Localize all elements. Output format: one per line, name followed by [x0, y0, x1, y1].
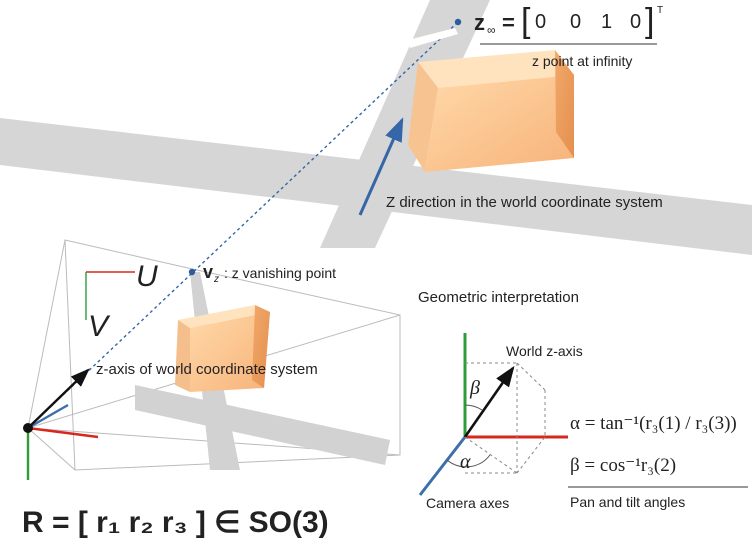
vector-entry-3: 1: [601, 11, 613, 33]
image-uv-axes: [85, 271, 135, 320]
projection-ray: [27, 21, 459, 429]
camera-origin-axes: [23, 368, 99, 480]
vanishing-subscript: z: [214, 274, 219, 285]
camera-axes-label: Camera axes: [426, 495, 510, 511]
bracket-left: [: [521, 2, 531, 40]
image-box: [175, 305, 270, 392]
world-z-axis-label: World z-axis: [506, 343, 583, 359]
rotation-matrix-equation: R = [ r₁ r₂ r₃ ] ∈ SO(3): [22, 506, 329, 539]
transpose-superscript: T: [657, 5, 664, 16]
v-axis-label: V: [88, 310, 109, 343]
infinity-subscript: ∞: [487, 23, 496, 37]
u-axis-label: U: [136, 260, 158, 293]
z-direction-label: Z direction in the world coordinate syst…: [386, 194, 663, 211]
vanishing-symbol: v: [203, 262, 214, 282]
infinity-point-symbol: z: [474, 10, 485, 35]
alpha-equation: α = tan⁻¹(r₃(1) / r₃(3)): [570, 413, 737, 434]
image-road-horizontal: [135, 385, 390, 465]
world-box: [408, 50, 574, 172]
bracket-right: ]: [645, 2, 655, 40]
beta-equation: β = cos⁻¹r₃(2): [570, 455, 677, 476]
vanishing-point-label: : z vanishing point: [224, 265, 337, 281]
alpha-angle-label: α: [460, 451, 471, 473]
vector-entry-1: 0: [535, 11, 547, 33]
infinity-caption: z point at infinity: [532, 53, 633, 69]
z-axis-world-label: z-axis of world coordinate system: [96, 361, 318, 378]
geometric-title: Geometric interpretation: [418, 289, 579, 306]
beta-angle-label: β: [470, 377, 480, 399]
equals-sign: =: [502, 10, 515, 35]
pan-tilt-label: Pan and tilt angles: [570, 494, 686, 510]
geometric-interpretation-diagram: [418, 333, 568, 496]
vanishing-point: [188, 268, 196, 276]
road-gap: [408, 28, 458, 48]
z-direction-arrow: [358, 117, 404, 216]
vector-entry-4: 0: [630, 11, 642, 33]
vector-entry-2: 0: [570, 11, 582, 33]
infinity-point: [454, 18, 462, 26]
